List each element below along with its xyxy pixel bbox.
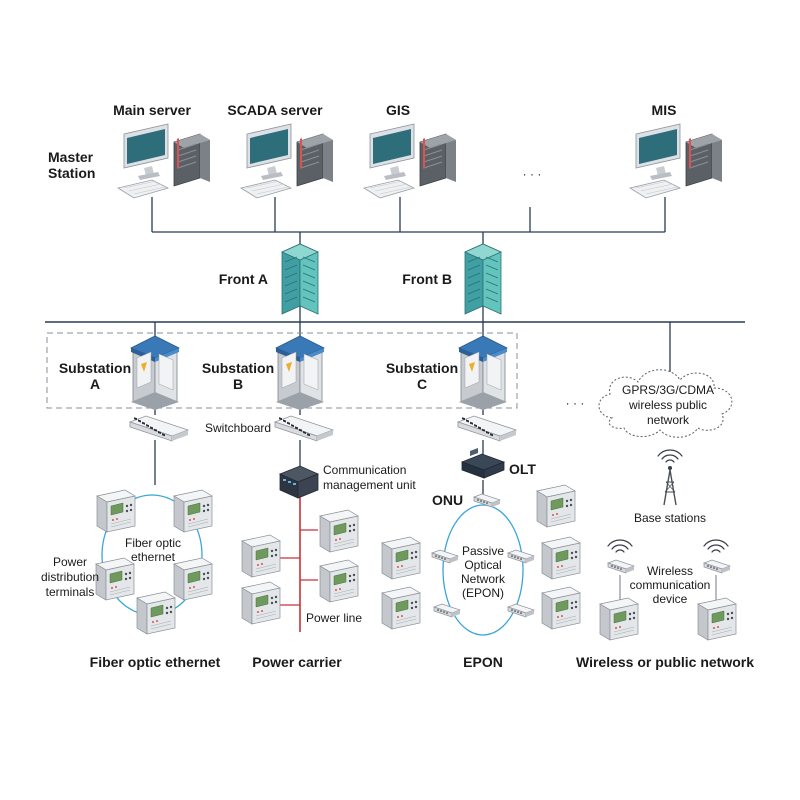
power-terminal-3[interactable] xyxy=(319,559,359,603)
substation-c-letter: C xyxy=(417,376,427,392)
epon-terminal-2[interactable] xyxy=(381,536,421,580)
power-line-label: Power line xyxy=(306,611,362,625)
substation-c-cabinet[interactable] xyxy=(458,335,508,411)
wireless-dev-line-1: Wireless xyxy=(647,564,693,578)
epon-onu-1[interactable] xyxy=(431,549,459,564)
epon-terminal-4[interactable] xyxy=(381,586,421,630)
power-terminal-2[interactable] xyxy=(241,534,281,578)
footer-fiber: Fiber optic ethernet xyxy=(90,654,221,670)
base-station-tower[interactable] xyxy=(657,449,683,506)
front-a-rack[interactable] xyxy=(281,243,319,315)
epon-ring-line-3: Network xyxy=(461,572,506,586)
front-a-label: Front A xyxy=(219,271,268,287)
wireless-dev-line-2: communication xyxy=(630,578,711,592)
substation-b-letter: B xyxy=(233,376,243,392)
scada-server-computer[interactable] xyxy=(240,123,334,199)
public-network-cloud[interactable]: GPRS/3G/CDMA wireless public network xyxy=(598,369,733,438)
substation-a-letter: A xyxy=(90,376,100,392)
wireless-terminal-2[interactable] xyxy=(697,597,737,641)
fiber-terminal-5[interactable] xyxy=(136,591,176,635)
servers-ellipsis: · · · xyxy=(523,167,542,181)
footer-epon: EPON xyxy=(463,654,503,670)
master-station-label-2: Station xyxy=(48,165,95,181)
olt-label: OLT xyxy=(509,461,536,477)
server-label-main: Main server xyxy=(113,102,191,118)
switchboard-label: Switchboard xyxy=(205,421,271,435)
switchboard-c[interactable] xyxy=(457,415,517,442)
fiber-ring-line-1: Fiber optic xyxy=(125,536,181,550)
substation-b-label: Substation xyxy=(202,360,274,376)
switchboard-b[interactable] xyxy=(274,415,334,442)
substation-group-box xyxy=(46,332,518,409)
wireless-waves-1-icon xyxy=(607,539,633,553)
master-station-label: Master xyxy=(48,149,94,165)
master-wiring xyxy=(151,197,666,322)
base-station-waves-icon xyxy=(657,449,683,463)
olt-device[interactable] xyxy=(460,448,506,479)
power-terminal-4[interactable] xyxy=(241,581,281,625)
main-server-computer[interactable] xyxy=(117,123,211,199)
substation-b-cabinet[interactable] xyxy=(275,335,325,411)
fiber-terminal-1[interactable] xyxy=(96,489,136,533)
gis-computer[interactable] xyxy=(363,123,457,199)
comm-unit-line-1: Communication xyxy=(323,463,406,477)
epon-terminal-3[interactable] xyxy=(541,536,581,580)
epon-ring xyxy=(442,504,524,636)
pdt-line-3: terminals xyxy=(46,585,95,599)
comm-unit-line-2: management unit xyxy=(323,478,416,492)
wireless-terminal-1[interactable] xyxy=(599,597,639,641)
epon-ring-line-4: (EPON) xyxy=(462,586,504,600)
cloud-line-3: network xyxy=(647,413,690,427)
wireless-modem-2[interactable] xyxy=(703,559,731,574)
substation-wiring xyxy=(154,322,671,495)
epon-terminal-1[interactable] xyxy=(536,484,576,528)
epon-terminal-5[interactable] xyxy=(541,586,581,630)
front-b-label: Front B xyxy=(402,271,452,287)
pdt-line-1: Power xyxy=(53,555,87,569)
substations-ellipsis: · · · xyxy=(566,396,585,410)
front-b-rack[interactable] xyxy=(464,243,502,315)
substation-c-label: Substation xyxy=(386,360,458,376)
server-label-mis: MIS xyxy=(652,102,677,118)
substation-a-cabinet[interactable] xyxy=(130,335,180,411)
fiber-ring-line-2: ethernet xyxy=(131,550,176,564)
epon-ring-line-1: Passive xyxy=(462,544,504,558)
wireless-waves-2-icon xyxy=(703,539,729,553)
power-terminal-1[interactable] xyxy=(319,509,359,553)
onu-label: ONU xyxy=(432,492,463,508)
fiber-terminal-2[interactable] xyxy=(173,489,213,533)
server-label-scada: SCADA server xyxy=(227,102,323,118)
epon-ring-line-2: Optical xyxy=(464,558,501,572)
mis-computer[interactable] xyxy=(629,123,723,199)
wireless-modem-1[interactable] xyxy=(607,559,635,574)
epon-onu-3[interactable] xyxy=(433,603,461,618)
base-station-label: Base stations xyxy=(634,511,706,525)
switchboard-a[interactable] xyxy=(129,415,189,442)
wireless-dev-line-3: device xyxy=(653,592,688,606)
communication-management-unit[interactable] xyxy=(278,465,320,499)
fiber-terminal-4[interactable] xyxy=(173,557,213,601)
epon-onu-2[interactable] xyxy=(507,549,535,564)
footer-power: Power carrier xyxy=(252,654,342,670)
substation-a-label: Substation xyxy=(59,360,131,376)
footer-wireless: Wireless or public network xyxy=(576,654,754,670)
server-label-gis: GIS xyxy=(386,102,410,118)
cloud-line-2: wireless public xyxy=(628,398,707,412)
cloud-line-1: GPRS/3G/CDMA xyxy=(622,383,714,397)
pdt-line-2: distribution xyxy=(41,570,99,584)
fiber-terminal-3[interactable] xyxy=(95,557,135,601)
